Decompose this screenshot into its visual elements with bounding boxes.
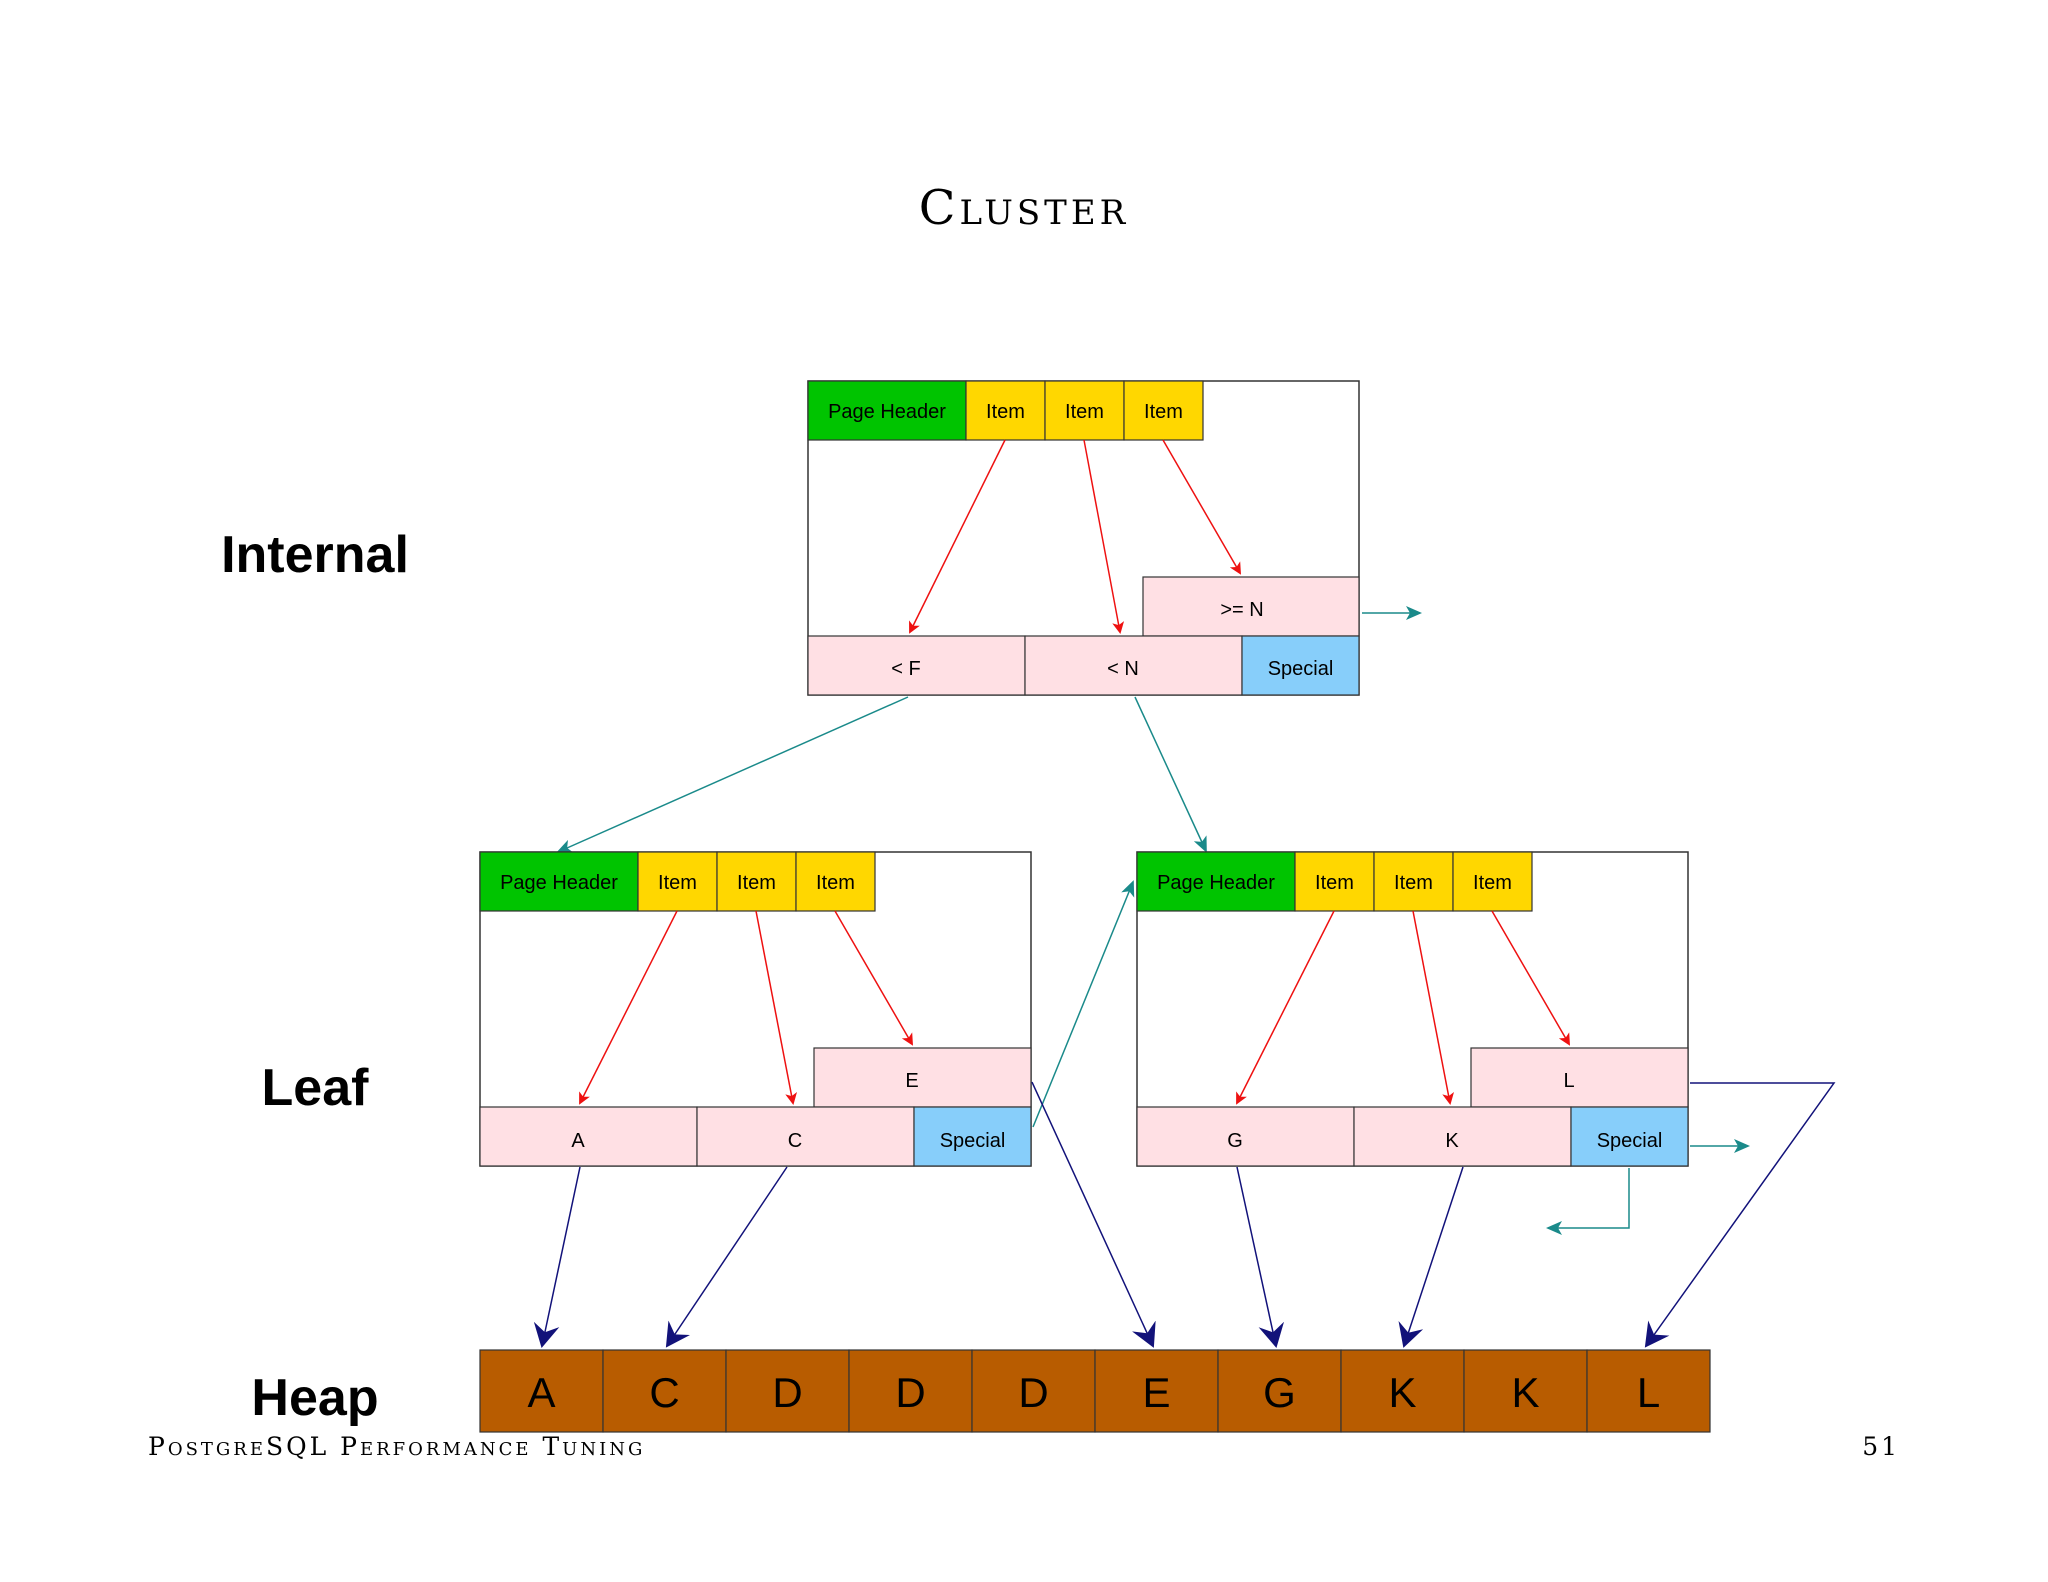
heap-tuple-label: K [1388, 1369, 1416, 1416]
internal-entry-lt-n-label: < N [1107, 658, 1139, 680]
leaf-left-entry-a: A [479, 1106, 698, 1167]
internal-item-2-label: Item [1065, 401, 1104, 423]
internal-item-1-pointer [909, 439, 1006, 634]
leaf-right-entry-g-label: G [1227, 1130, 1243, 1152]
child-link-left-leaf [556, 696, 909, 853]
child-link-right-leaf [1134, 696, 1207, 853]
leaf-right-entry-l: L [1470, 1047, 1689, 1108]
leaf-left-entry-e-label: E [905, 1070, 918, 1092]
leaf-right-item-1: Item [1294, 851, 1375, 912]
heap-tuple-label: G [1263, 1369, 1296, 1416]
heap-tuple-d-5: D [971, 1349, 1096, 1433]
leaf-left-special-label: Special [940, 1130, 1006, 1152]
leaf-left-item-2: Item [716, 851, 797, 912]
internal-item-3-label: Item [1144, 401, 1183, 423]
leaf-left-item-3-pointer [834, 910, 914, 1046]
internal-page-header: Page Header [807, 380, 967, 441]
leaf-left-item-2-label: Item [737, 872, 776, 894]
leaf-right-entry-k: K [1353, 1106, 1572, 1167]
leaf-left-item-1-pointer [579, 910, 678, 1105]
heap-tuple-label: K [1511, 1369, 1539, 1416]
internal-entry-ge-n: >= N [1142, 576, 1360, 637]
heap-tuple-label: D [895, 1369, 925, 1416]
row-label-heap: Heap [251, 1369, 379, 1427]
heap-pointer-a [533, 1166, 581, 1348]
heap-tuple-e-6: E [1094, 1349, 1219, 1433]
leaf-left-item-1: Item [637, 851, 718, 912]
heap-tuple-label: C [649, 1369, 679, 1416]
internal-page-header-label: Page Header [828, 401, 946, 423]
heap-tuple-label: L [1637, 1369, 1660, 1416]
leaf-left-header-label: Page Header [500, 872, 618, 894]
leaf-right-entry-k-label: K [1445, 1130, 1459, 1152]
heap-pointer-l [1644, 1082, 1836, 1348]
heap-tuple-a-1: A [479, 1349, 604, 1433]
heap-tuple-label: A [527, 1369, 555, 1416]
heap-tuple-g-7: G [1217, 1349, 1342, 1433]
leaf-right-special-label: Special [1597, 1130, 1663, 1152]
leaf-right-header-label: Page Header [1157, 872, 1275, 894]
internal-item-2: Item [1044, 380, 1125, 441]
internal-special-label: Special [1268, 658, 1334, 680]
leaf-left-special: Special [913, 1106, 1032, 1167]
heap-tuple-label: D [1018, 1369, 1048, 1416]
heap-pointer-e [1031, 1081, 1156, 1348]
internal-item-2-pointer [1083, 439, 1125, 634]
leaf-left-item-3: Item [795, 851, 876, 912]
heap-tuple-k-9: K [1463, 1349, 1588, 1433]
internal-entry-lt-f-label: < F [891, 658, 920, 680]
leaf-right-item-2: Item [1373, 851, 1454, 912]
internal-entry-lt-f: < F [807, 635, 1026, 696]
row-label-internal: Internal [221, 526, 409, 584]
heap-tuple-label: E [1142, 1369, 1170, 1416]
row-label-leaf: Leaf [261, 1059, 369, 1117]
slide-title: Cluster [918, 180, 1130, 236]
leaf-left-entry-c: C [696, 1106, 915, 1167]
leaf-right-header: Page Header [1136, 851, 1296, 912]
internal-item-1: Item [965, 380, 1046, 441]
leaf-right-item-3-pointer [1491, 910, 1571, 1046]
leaf-right-item-3-label: Item [1473, 872, 1512, 894]
internal-page: Page Header Item Item Item >= N < F < N [807, 380, 1422, 696]
heap-pointer-c [665, 1166, 788, 1348]
leaf-left-entry-c-label: C [788, 1130, 802, 1152]
internal-special: Special [1241, 635, 1360, 696]
heap-tuple-d-3: D [725, 1349, 850, 1433]
footer-title: PostgreSQL Performance Tuning [148, 1432, 646, 1461]
heap-pointer-g [1236, 1166, 1285, 1348]
heap-tuple-k-8: K [1340, 1349, 1465, 1433]
heap-tuple-l-10: L [1586, 1349, 1711, 1433]
leaf-left-entry-a-label: A [571, 1130, 585, 1152]
heap-tuple-label: D [772, 1369, 802, 1416]
leaf-right-special: Special [1570, 1106, 1689, 1167]
page-number: 51 [1862, 1432, 1900, 1461]
leaf-left-entry-e: E [813, 1047, 1032, 1108]
leaf-left-item-2-pointer [755, 910, 797, 1105]
internal-entry-lt-n: < N [1024, 635, 1243, 696]
leaf-right-item-2-label: Item [1394, 872, 1433, 894]
heap-tuple-d-4: D [848, 1349, 973, 1433]
leaf-left-item-3-label: Item [816, 872, 855, 894]
leaf-right-entry-g: G [1136, 1106, 1355, 1167]
leaf-page-left: Page Header Item Item Item E A C Specia [479, 851, 1032, 1167]
leaf-right-item-1-label: Item [1315, 872, 1354, 894]
heap-pointer-k [1398, 1166, 1464, 1348]
leaf-sibling-link [1032, 880, 1135, 1128]
internal-item-3-pointer [1162, 439, 1242, 575]
leaf-page-right: Page Header Item Item Item L G K Specia [1136, 851, 1750, 1235]
leaf-right-item-3: Item [1452, 851, 1533, 912]
heap-tuple-c-2: C [602, 1349, 727, 1433]
leaf-left-item-1-label: Item [658, 872, 697, 894]
internal-entry-ge-n-label: >= N [1220, 599, 1263, 621]
leaf-right-prev-link [1546, 1168, 1630, 1235]
leaf-right-item-2-pointer [1412, 910, 1454, 1105]
internal-item-3: Item [1123, 380, 1204, 441]
leaf-right-item-1-pointer [1236, 910, 1335, 1105]
leaf-right-entry-l-label: L [1563, 1070, 1574, 1092]
leaf-left-header: Page Header [479, 851, 639, 912]
internal-item-1-label: Item [986, 401, 1025, 423]
